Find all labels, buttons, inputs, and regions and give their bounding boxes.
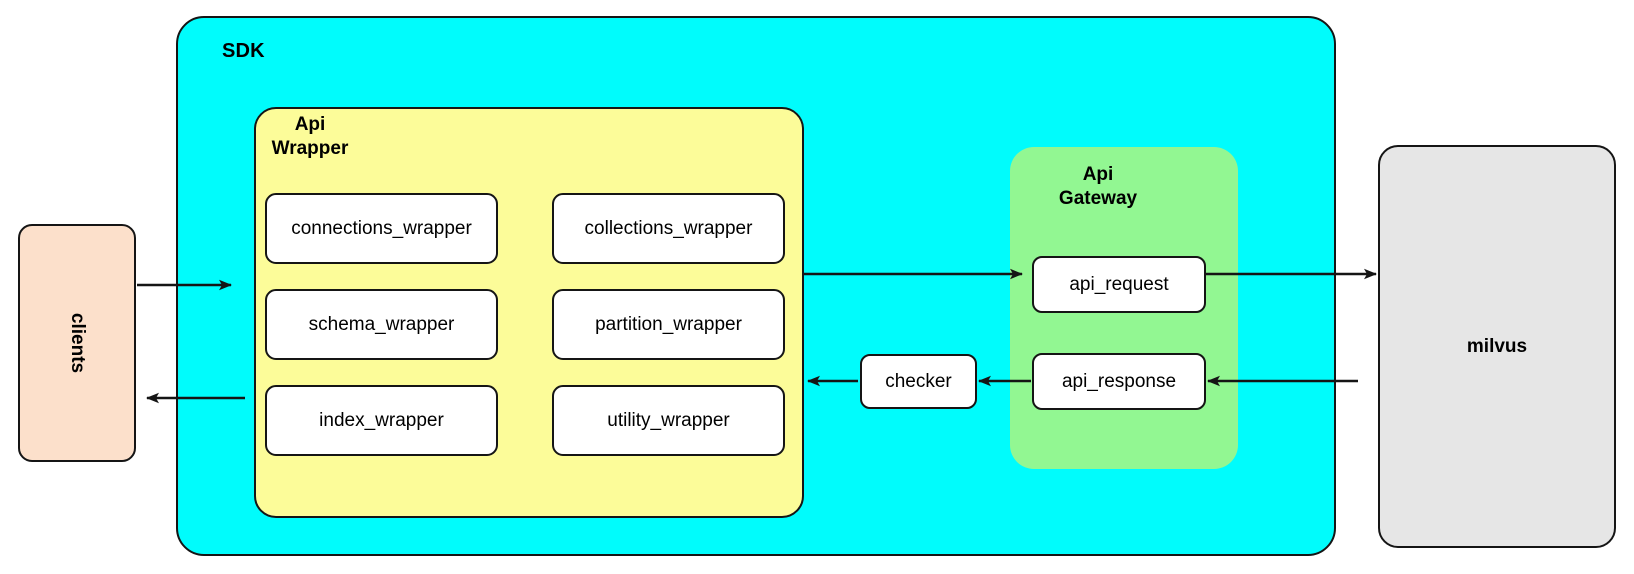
api-gateway-label: Api Gateway (1022, 163, 1174, 211)
api-wrapper-label-line2: Wrapper (271, 137, 349, 159)
module-partition-wrapper[interactable]: partition_wrapper (552, 289, 785, 360)
module-api-response[interactable]: api_response (1032, 353, 1206, 410)
api-gateway-label-line2: Gateway (1058, 187, 1138, 209)
sdk-label: SDK (222, 40, 265, 62)
milvus-box[interactable]: milvus (1378, 145, 1616, 548)
checker-box[interactable]: checker (860, 354, 977, 409)
module-utility-wrapper[interactable]: utility_wrapper (552, 385, 785, 456)
api-gateway-label-line1: Api (1082, 164, 1114, 185)
module-connections-wrapper[interactable]: connections_wrapper (265, 193, 498, 264)
api-wrapper-label-line1: Api (294, 114, 326, 135)
module-index-wrapper[interactable]: index_wrapper (265, 385, 498, 456)
module-collections-wrapper[interactable]: collections_wrapper (552, 193, 785, 264)
clients-label: clients (66, 312, 88, 374)
module-schema-wrapper[interactable]: schema_wrapper (265, 289, 498, 360)
clients-box[interactable]: clients (18, 224, 136, 462)
module-api-request[interactable]: api_request (1032, 256, 1206, 313)
api-wrapper-label: Api Wrapper (258, 113, 362, 161)
